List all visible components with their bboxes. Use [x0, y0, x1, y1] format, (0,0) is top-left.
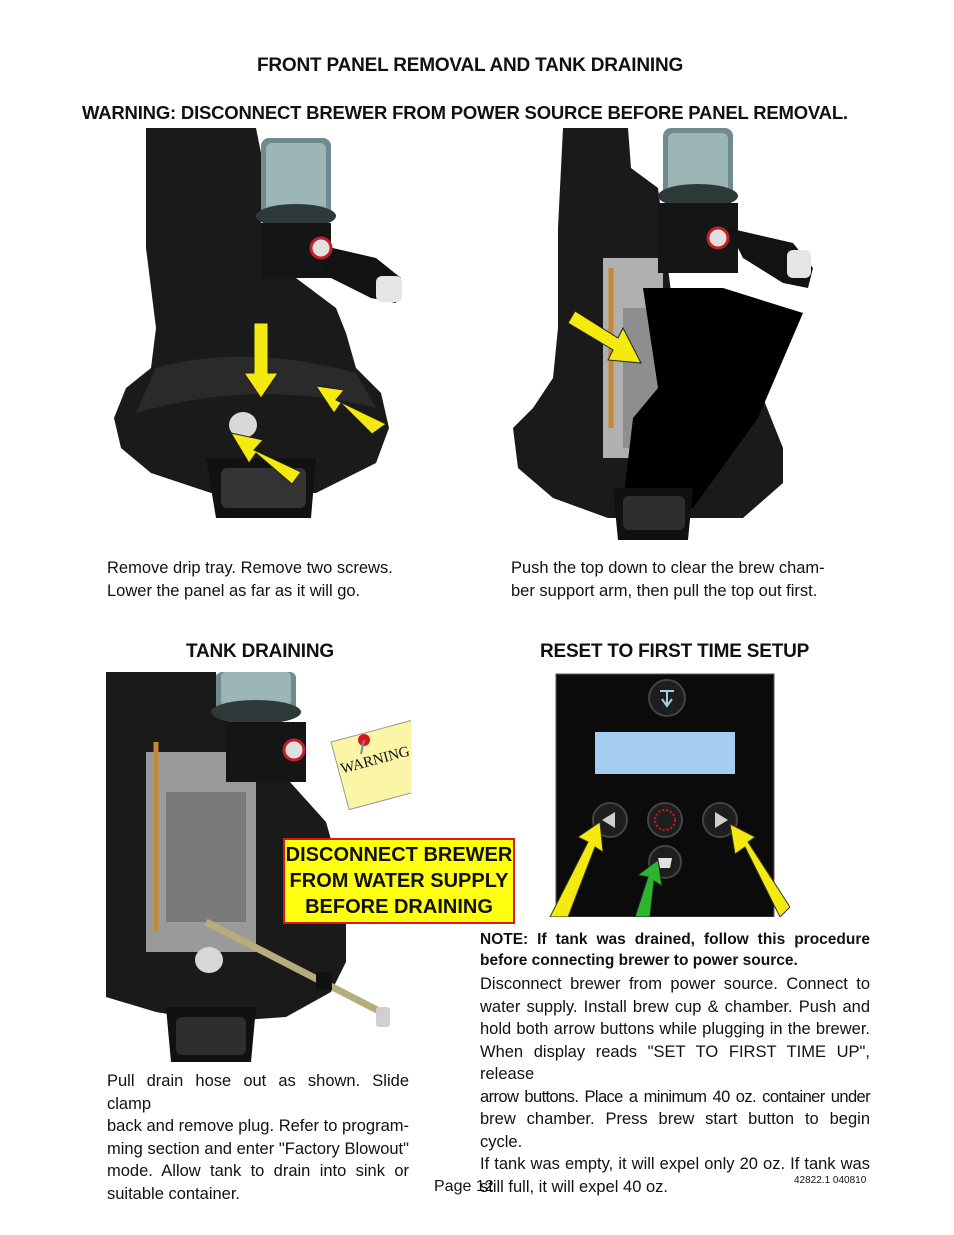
- tank-draining-heading: TANK DRAINING: [186, 641, 334, 662]
- body-line: hold both arrow buttons while plugging i…: [480, 1020, 870, 1038]
- reset-note: NOTE: If tank was drained, follow this p…: [480, 929, 870, 971]
- body-line: brew chamber. Press brew start button to…: [480, 1110, 870, 1151]
- fig2-caption: Push the top down to clear the brew cham…: [511, 557, 825, 602]
- reset-heading: RESET TO FIRST TIME SETUP: [540, 641, 810, 662]
- note-bold-line: before connecting brewer to power source…: [480, 952, 798, 969]
- warning-heading: WARNING: DISCONNECT BREWER FROM POWER SO…: [82, 102, 848, 123]
- figure-panel-removal-screws: [106, 128, 409, 530]
- body-line: water supply. Install brew cup & chamber…: [480, 997, 870, 1016]
- caption-line: Push the top down to clear the brew cham…: [511, 559, 825, 577]
- caption-line: Pull drain hose out as shown. Slide clam…: [107, 1072, 409, 1113]
- caption-line: ming section and enter "Factory Blowout": [107, 1139, 409, 1158]
- callout-line: BEFORE DRAINING: [305, 896, 493, 918]
- fig1-caption: Remove drip tray. Remove two screws. Low…: [107, 557, 393, 602]
- figure-panel-pull-out: [513, 128, 829, 540]
- document-number: 42822.1 040810: [794, 1175, 867, 1186]
- caption-line: suitable container.: [107, 1184, 241, 1203]
- reset-body: Disconnect brewer from power source. Con…: [480, 973, 871, 1198]
- body-line: Disconnect brewer from power source. Con…: [480, 975, 870, 993]
- page-number: Page 12: [434, 1178, 494, 1195]
- caption-line: Lower the panel as far as it will go.: [107, 581, 361, 600]
- tank-caption: Pull drain hose out as shown. Slide clam…: [107, 1070, 409, 1205]
- callout-line: DISCONNECT BREWER: [285, 844, 513, 866]
- callout-line: FROM WATER SUPPLY: [289, 870, 509, 892]
- caption-line: back and remove plug. Refer to program-: [107, 1117, 409, 1135]
- caption-line: ber support arm, then pull the top out f…: [511, 581, 818, 600]
- figure-control-panel: [540, 672, 790, 917]
- caption-line: Remove drip tray. Remove two screws.: [107, 559, 393, 577]
- body-line: still full, it will expel 40 oz.: [480, 1177, 668, 1196]
- body-line: When display reads "SET TO FIRST TIME UP…: [480, 1042, 870, 1084]
- section-heading: FRONT PANEL REMOVAL AND TANK DRAINING: [257, 55, 684, 76]
- note-bold-line: NOTE: If tank was drained, follow this p…: [480, 931, 870, 948]
- caption-line: mode. Allow tank to drain into sink or: [107, 1162, 409, 1180]
- disconnect-callout: DISCONNECT BREWER FROM WATER SUPPLY BEFO…: [283, 838, 515, 924]
- body-line: If tank was empty, it will expel only 20…: [480, 1155, 870, 1173]
- figure-tank-draining: WARNING: [106, 672, 411, 1067]
- body-line: arrow buttons. Place a minimum 40 oz. co…: [480, 1087, 871, 1106]
